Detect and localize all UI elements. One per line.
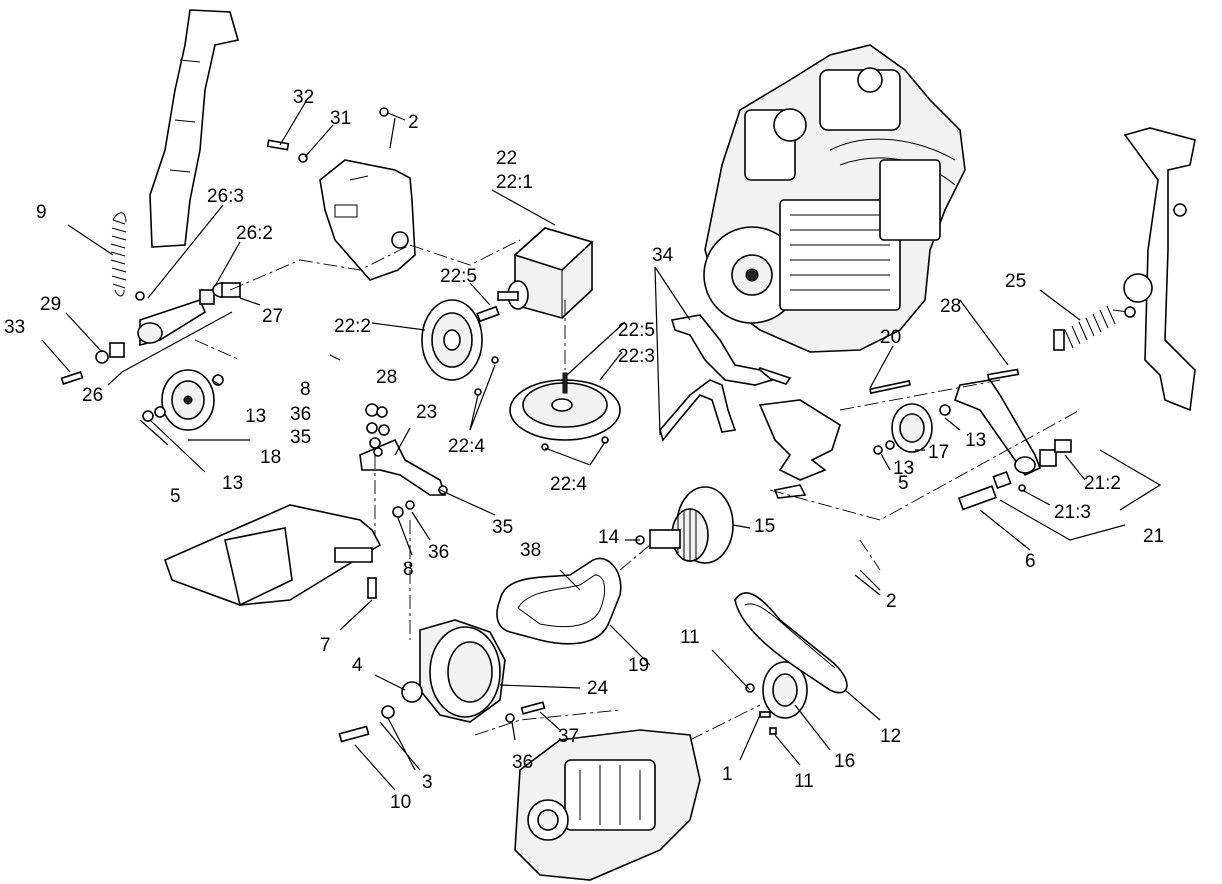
callout-22-5-a: 22:5 — [440, 266, 477, 287]
pulley-icon — [509, 372, 621, 451]
pulley-icon — [421, 299, 499, 396]
callout-22-4-a: 22:4 — [448, 436, 485, 457]
callout-9: 9 — [36, 202, 47, 223]
callout-21-2: 21:2 — [1084, 473, 1121, 494]
mounting-bracket-icon — [266, 107, 416, 281]
callout-13-a: 13 — [245, 406, 266, 427]
throttle-bracket — [149, 9, 240, 248]
callout-24: 24 — [587, 678, 609, 699]
callout-12: 12 — [880, 726, 901, 747]
v-belt-icon — [496, 557, 622, 645]
callout-2-bottom: 2 — [886, 591, 897, 612]
pulley-icon — [635, 486, 734, 564]
callout-7: 7 — [320, 635, 331, 656]
engine-icon — [703, 44, 966, 385]
callout-10: 10 — [390, 792, 411, 813]
callout-21: 21 — [1143, 526, 1164, 547]
callout-36-mid: 36 — [428, 542, 449, 563]
callout-36-bottom: 36 — [512, 752, 533, 773]
assembly-centerlines — [194, 239, 1081, 741]
lever-arm-assembly — [60, 282, 241, 385]
callout-22-4-b: 22:4 — [550, 474, 587, 495]
callout-35-bottom: 35 — [492, 517, 513, 538]
callout-26-3: 26:3 — [207, 186, 244, 207]
extension-spring-icon — [1053, 305, 1136, 351]
callout-18: 18 — [260, 447, 281, 468]
callout-22-3: 22:3 — [618, 346, 655, 367]
callout-8-bottom: 8 — [403, 559, 414, 580]
callout-15: 15 — [754, 516, 775, 537]
electric-clutch-icon — [338, 619, 546, 743]
callout-17: 17 — [928, 442, 949, 463]
callout-11-bottom: 11 — [794, 771, 814, 792]
v-belt-icon — [659, 314, 774, 442]
callout-20: 20 — [880, 327, 901, 348]
callout-28-left: 28 — [376, 367, 397, 388]
mounting-plate — [164, 504, 382, 607]
extension-spring-icon — [110, 212, 127, 297]
leader-lines — [41, 97, 1162, 791]
callout-16: 16 — [834, 751, 855, 772]
pulley-icon — [745, 661, 808, 735]
callout-2-top: 2 — [408, 112, 419, 133]
hydrostatic-pump-icon — [514, 729, 701, 881]
gearbox-icon — [476, 227, 594, 323]
callout-14: 14 — [598, 527, 620, 548]
callout-5-right: 5 — [898, 473, 909, 494]
callout-22: 22 — [496, 148, 517, 169]
callout-6: 6 — [1025, 551, 1036, 572]
callout-27: 27 — [262, 306, 283, 327]
idler-arm — [954, 379, 1072, 511]
callout-25: 25 — [1005, 271, 1026, 292]
callout-26-2: 26:2 — [236, 223, 273, 244]
callout-23: 23 — [416, 402, 437, 423]
callout-34: 34 — [652, 245, 674, 266]
callout-31: 31 — [330, 108, 351, 129]
callout-13-c: 13 — [965, 430, 986, 451]
callout-13-d: 13 — [893, 458, 914, 479]
callout-33: 33 — [4, 317, 25, 338]
callout-11-top: 11 — [680, 627, 700, 648]
callout-8-top: 8 — [300, 379, 311, 400]
callout-37: 37 — [558, 726, 579, 747]
callout-29: 29 — [40, 294, 61, 315]
callout-4: 4 — [352, 655, 363, 676]
callout-1: 1 — [722, 764, 733, 785]
callout-19: 19 — [628, 655, 649, 676]
callout-35-top: 35 — [290, 427, 311, 448]
pulley-icon — [873, 368, 1020, 455]
mounting-bracket-icon — [359, 403, 448, 518]
callout-38: 38 — [520, 540, 541, 561]
mounting-bracket-icon — [1123, 127, 1196, 412]
callout-3: 3 — [422, 772, 433, 793]
callout-22-2: 22:2 — [334, 316, 371, 337]
callout-22-5-b: 22:5 — [618, 320, 655, 341]
callout-5-left: 5 — [170, 486, 181, 507]
callout-28-right: 28 — [940, 296, 961, 317]
mounting-bracket-icon — [758, 379, 911, 499]
callout-32: 32 — [293, 87, 314, 108]
callout-22-1: 22:1 — [496, 172, 533, 193]
callout-13-b: 13 — [222, 473, 243, 494]
callout-26: 26 — [82, 385, 103, 406]
callout-labels: 9 26:3 26:2 27 29 33 26 32 31 2 28 13 18… — [4, 87, 1164, 813]
pulley-icon — [142, 369, 224, 431]
callout-21-3: 21:3 — [1054, 502, 1091, 523]
callout-36-top: 36 — [290, 404, 311, 425]
